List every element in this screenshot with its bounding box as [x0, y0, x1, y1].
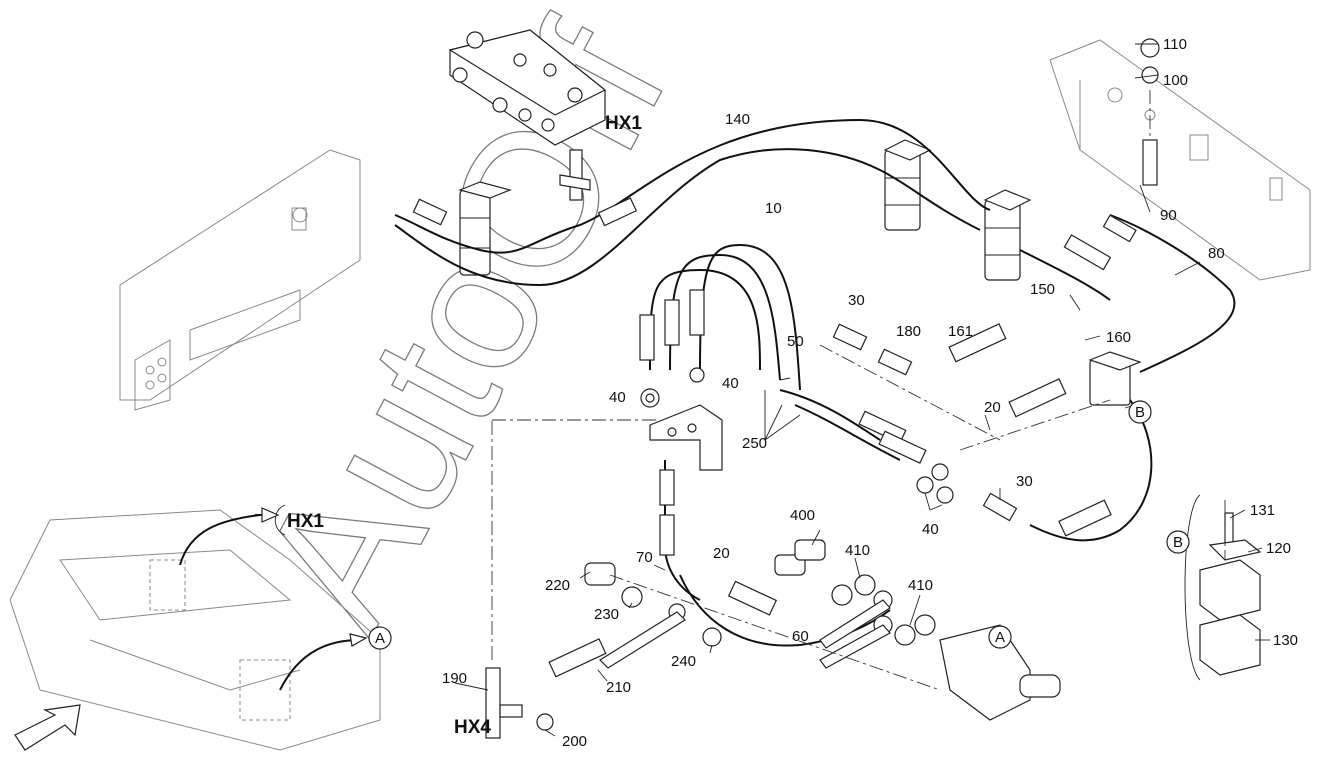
parts-220-240 [584, 562, 722, 669]
label-hx1: HX1 [605, 113, 642, 134]
label-240: 240 [671, 653, 696, 670]
svg-text:B: B [1173, 534, 1183, 551]
label-131: 131 [1250, 502, 1275, 519]
hx1-valve-block [448, 29, 607, 201]
hose-bundle-1 [649, 268, 761, 371]
clamp-block-b [1088, 351, 1142, 406]
svg-text:B: B [1135, 404, 1145, 421]
label-10: 10 [765, 200, 782, 217]
hose-60 [679, 574, 891, 647]
hose-b-loop [1029, 399, 1153, 542]
hose-bundle-5 [794, 404, 901, 461]
label-210: 210 [606, 679, 631, 696]
clamp-block-right [983, 189, 1032, 281]
label-30-top: 30 [848, 292, 865, 309]
label-140: 140 [725, 111, 750, 128]
leader-lines [454, 43, 1270, 737]
clamp-block-center [883, 139, 932, 231]
label-20-right: 20 [984, 399, 1001, 416]
callout-a-top: A [368, 626, 392, 650]
svg-text:HX1: HX1 [287, 511, 324, 532]
label-40-left: 40 [609, 389, 626, 406]
svg-text:A: A [375, 630, 385, 647]
detail-b [1184, 494, 1262, 681]
hose-10 [394, 148, 981, 287]
fittings [412, 38, 1160, 678]
callout-arrows [255, 507, 368, 647]
label-410-lower: 410 [908, 577, 933, 594]
part-numbers: 10 140 110 100 90 80 150 160 161 180 30 … [442, 36, 1298, 750]
callout-a-valve: A [988, 625, 1012, 649]
label-hx4: HX4 [454, 717, 491, 738]
callout-hx1-ref: HX1 [274, 504, 324, 536]
hose-bundle-4 [779, 389, 881, 441]
label-161: 161 [948, 323, 973, 340]
label-80: 80 [1208, 245, 1225, 262]
hx4-fitting [485, 667, 554, 739]
callout-b-clamp: B [1128, 400, 1152, 424]
label-400: 400 [790, 507, 815, 524]
label-90: 90 [1160, 207, 1177, 224]
label-60: 60 [792, 628, 809, 645]
label-130: 130 [1273, 632, 1298, 649]
label-70: 70 [636, 549, 653, 566]
label-160: 160 [1106, 329, 1131, 346]
hose-bundle-2 [669, 253, 781, 381]
label-40-right: 40 [922, 521, 939, 538]
left-frame [119, 149, 361, 411]
valve-a [939, 624, 1061, 721]
label-230: 230 [594, 606, 619, 623]
label-250: 250 [742, 435, 767, 452]
hose-to-b [1019, 249, 1111, 301]
label-410-upper: 410 [845, 542, 870, 559]
label-50: 50 [787, 333, 804, 350]
label-180: 180 [896, 323, 921, 340]
label-200: 200 [562, 733, 587, 750]
direction-arrow-icon [14, 704, 81, 751]
label-120: 120 [1266, 540, 1291, 557]
parts-400-410 [774, 539, 936, 669]
reference-lines [491, 90, 1226, 691]
label-110: 110 [1163, 36, 1187, 53]
hoses [394, 118, 1236, 647]
watermark-text: AutoOff [219, 0, 708, 659]
label-100: 100 [1163, 72, 1188, 89]
clamp-block-left [458, 181, 512, 276]
bracket-center [649, 404, 723, 471]
watermark: AutoOff [218, 0, 708, 660]
svg-text:A: A [995, 629, 1005, 646]
label-40-center: 40 [722, 375, 739, 392]
label-150: 150 [1030, 281, 1055, 298]
hose-140 [394, 118, 991, 254]
callout-b-detail: B [1166, 530, 1190, 554]
label-190: 190 [442, 670, 467, 687]
label-30-right: 30 [1016, 473, 1033, 490]
hose-80 [1109, 214, 1236, 373]
label-20-lower: 20 [713, 545, 730, 562]
label-220: 220 [545, 577, 570, 594]
